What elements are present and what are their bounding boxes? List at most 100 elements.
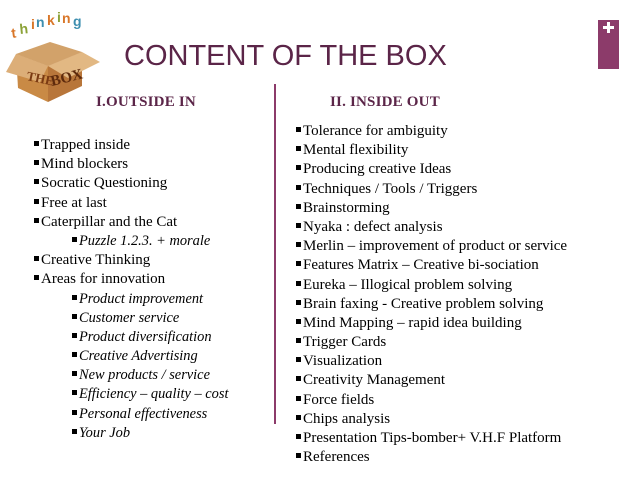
list-item: Trapped inside (34, 136, 274, 155)
svg-text:n: n (36, 14, 45, 30)
outside-in-heading: I.OUTSIDE IN (96, 94, 196, 110)
bullet-icon (72, 236, 77, 242)
list-item-text: Eureka – Illogical problem solving (303, 276, 513, 293)
svg-text:i: i (31, 16, 35, 32)
list-item-text: Tolerance for ambiguity (303, 123, 448, 139)
list-item: Techniques / Tools / Triggers (296, 180, 634, 199)
svg-text:i: i (57, 9, 61, 25)
bullet-icon (296, 146, 301, 152)
bullet-icon (34, 160, 39, 166)
list-item-text: Presentation Tips-bomber+ V.H.F Platform (303, 430, 562, 446)
list-item: Socratic Questioning (34, 174, 274, 193)
list-item: Mind Mapping – rapid idea building (296, 314, 634, 333)
bullet-icon (72, 313, 77, 319)
list-item-text: Areas for innovation (41, 271, 166, 288)
bullet-icon (296, 376, 301, 382)
bullet-icon (72, 409, 77, 415)
list-item-text: References (303, 449, 370, 466)
bullet-icon (34, 275, 39, 281)
bullet-icon (296, 280, 301, 286)
list-item-text: Product diversification (79, 328, 212, 345)
bullet-icon (296, 395, 301, 401)
list-item: Nyaka : defect analysis (296, 218, 634, 237)
sub-list-item: Personal effectiveness (34, 405, 274, 424)
list-item-text: Creative Thinking (41, 252, 151, 269)
list-item-text: Brainstorming (303, 199, 390, 216)
list-item-text: Chips analysis (303, 410, 391, 427)
bullet-icon (72, 332, 77, 338)
list-item: Visualization (296, 352, 634, 371)
bullet-icon (72, 428, 77, 434)
bullet-icon (296, 165, 301, 171)
inside-out-heading: II. INSIDE OUT (330, 94, 440, 110)
list-item-text: Creative Advertising (79, 348, 198, 365)
list-item: Mental flexibility (296, 141, 634, 160)
sub-list-item: New products / service (34, 366, 274, 385)
bullet-icon (72, 352, 77, 358)
bullet-icon (34, 217, 39, 223)
bullet-icon (296, 434, 301, 439)
list-item-text: Techniques / Tools / Triggers (303, 180, 478, 197)
list-item-text: Producing creative Ideas (303, 161, 452, 178)
accent-bar (598, 20, 619, 69)
list-item-text: Product improvement (79, 290, 204, 307)
list-item-text: Efficiency – quality – cost (79, 386, 229, 403)
bullet-icon (296, 318, 301, 324)
list-item-text: Mental flexibility (303, 142, 409, 159)
plus-icon (601, 20, 616, 35)
list-item: Creative Thinking (34, 251, 274, 270)
bullet-icon (34, 198, 39, 204)
list-item: Merlin – improvement of product or servi… (296, 237, 634, 256)
list-item: References (296, 448, 634, 467)
bullet-icon (296, 184, 301, 190)
list-item-text: Creativity Management (303, 372, 446, 389)
list-item-text: Personal effectiveness (79, 405, 208, 422)
sub-list-item: Product improvement (34, 290, 274, 309)
list-item-text: Brain faxing - Creative problem solving (303, 295, 544, 312)
list-item: Chips analysis (296, 410, 634, 429)
list-item: Trigger Cards (296, 333, 634, 352)
svg-text:t: t (10, 24, 17, 41)
bullet-icon (34, 141, 39, 146)
list-item-text: New products / service (79, 367, 210, 384)
page-title: CONTENT OF THE BOX (124, 40, 447, 72)
list-item: Presentation Tips-bomber+ V.H.F Platform (296, 429, 634, 448)
svg-text:BOX: BOX (49, 66, 85, 89)
bullet-icon (296, 127, 301, 132)
list-item: Brainstorming (296, 199, 634, 218)
bullet-icon (72, 294, 77, 300)
column-divider (274, 84, 276, 424)
list-item-text: Features Matrix – Creative bi-sociation (303, 257, 539, 274)
bullet-icon (296, 357, 301, 363)
bullet-icon (296, 203, 301, 209)
list-item: Eureka – Illogical problem solving (296, 276, 634, 295)
svg-text:g: g (73, 13, 82, 29)
list-item-text: Customer service (79, 309, 180, 326)
list-item: Free at last (34, 194, 274, 213)
sub-list-item: Product diversification (34, 328, 274, 347)
svg-text:THE: THE (25, 68, 55, 88)
bullet-icon (72, 371, 77, 377)
list-item-text: Free at last (41, 194, 107, 211)
bullet-icon (296, 338, 301, 344)
list-item: Features Matrix – Creative bi-sociation (296, 256, 634, 275)
sub-list-item: Customer service (34, 309, 274, 328)
thinking-outside-the-box-logo: t h i n k i n g THE BOX (4, 2, 116, 104)
bullet-icon (34, 179, 39, 185)
list-item-text: Mind blockers (41, 156, 129, 173)
sub-list-item: Your Job (34, 424, 274, 443)
list-item: Caterpillar and the Cat (34, 213, 274, 232)
list-item-text: Mind Mapping – rapid idea building (303, 314, 522, 331)
list-item-text: Trapped inside (41, 137, 131, 153)
list-item: Tolerance for ambiguity (296, 122, 634, 141)
bullet-icon (72, 390, 77, 396)
bullet-icon (296, 222, 301, 228)
list-item-text: Nyaka : defect analysis (303, 218, 443, 235)
list-item: Areas for innovation (34, 270, 274, 289)
bullet-icon (296, 242, 301, 248)
bullet-icon (34, 256, 39, 262)
svg-text:k: k (47, 12, 55, 28)
svg-text:h: h (19, 20, 29, 37)
